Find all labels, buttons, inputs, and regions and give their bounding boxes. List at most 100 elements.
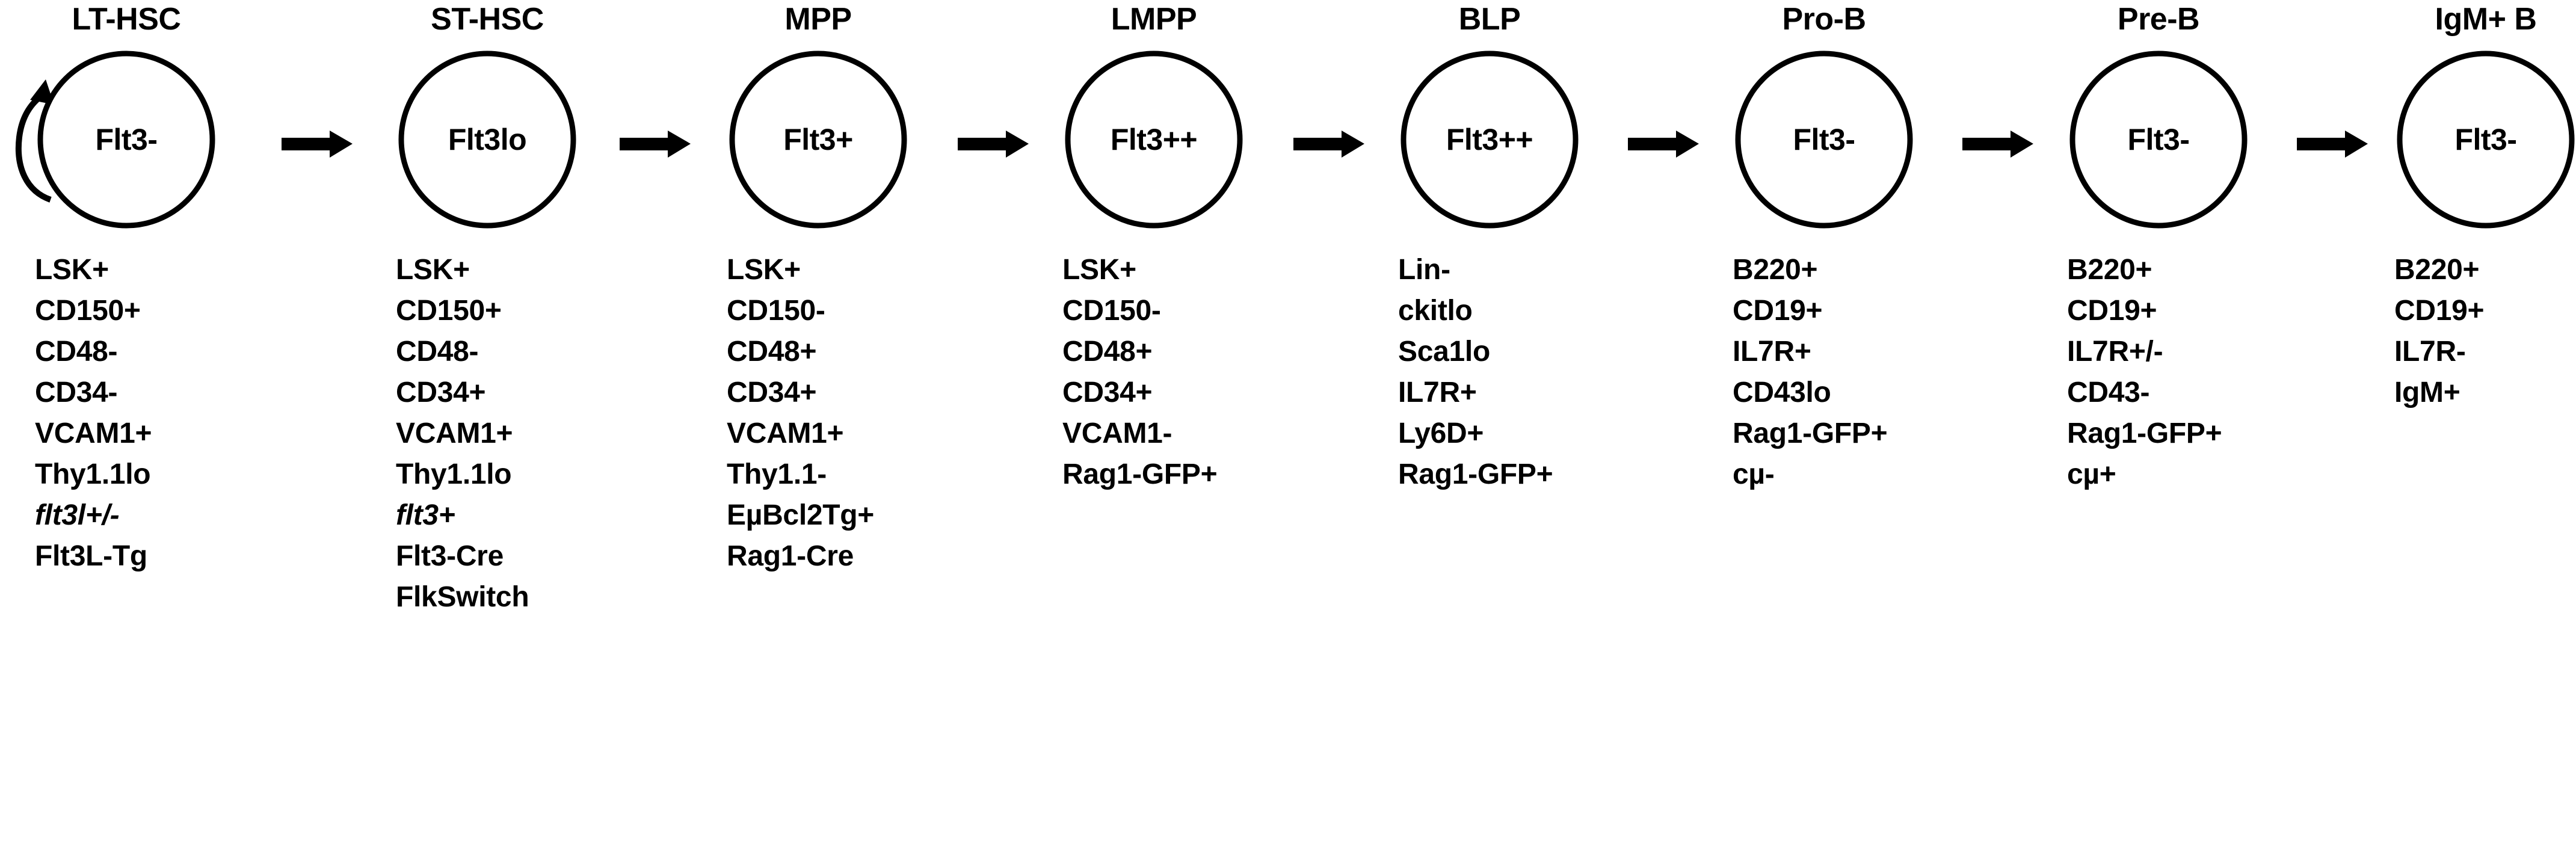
marker-item: CD150- (727, 295, 825, 327)
marker-item: Thy1.1lo (35, 458, 151, 490)
marker-item: IgM+ (2394, 377, 2460, 408)
stage-header-pro-b: Pro-B (1782, 2, 1866, 37)
stage-blp: BLP Flt3++ Lin- ckitlo Sca1lo IL7R+ Ly6D… (1327, 0, 1652, 841)
circle-label-st-hsc: Flt3lo (448, 123, 527, 156)
marker-list-mpp: LSK+ CD150- CD48+ CD34+ VCAM1+ Thy1.1- E… (656, 250, 981, 577)
marker-item: flt3l+/- (35, 499, 120, 531)
marker-item: CD34- (35, 377, 118, 408)
marker-item: CD19+ (2394, 295, 2485, 327)
marker-item: VCAM1+ (396, 417, 513, 449)
stage-header-lmpp: LMPP (1111, 2, 1197, 37)
marker-item: flt3+ (396, 499, 455, 531)
marker-item: Rag1-GFP+ (1062, 458, 1218, 490)
circle-label-blp: Flt3++ (1446, 123, 1533, 156)
marker-item: Rag1-GFP+ (2067, 417, 2222, 449)
arrow-mpp-to-lmpp (958, 129, 1030, 159)
circle-label-pre-b: Flt3- (2127, 123, 2190, 156)
circle-label-lmpp: Flt3++ (1110, 123, 1198, 156)
stage-header-igm-b: IgM+ B (2435, 2, 2537, 37)
marker-item: Sca1lo (1398, 336, 1490, 368)
circle-label-lt-hsc: Flt3- (95, 123, 158, 156)
marker-list-igm-b: B220+ CD19+ IL7R- IgM+ (2323, 250, 2576, 413)
cell-circle-st-hsc (397, 49, 578, 230)
marker-item: CD48+ (1062, 336, 1153, 368)
marker-item: CD19+ (1733, 295, 1823, 327)
stage-header-mpp: MPP (784, 2, 852, 37)
stage-pro-b: Pro-B Flt3- B220+ CD19+ IL7R+ CD43lo Rag… (1662, 0, 1986, 841)
stage-header-lt-hsc: LT-HSC (72, 2, 181, 37)
cell-circle-lmpp (1064, 49, 1244, 230)
marker-item: CD48+ (727, 336, 817, 368)
marker-item: IL7R+/- (2067, 336, 2163, 368)
marker-item: Rag1-GFP+ (1398, 458, 1553, 490)
marker-item: VCAM1+ (727, 417, 844, 449)
marker-item: B220+ (1733, 254, 1818, 286)
marker-item: CD43- (2067, 377, 2150, 408)
marker-item: VCAM1- (1062, 417, 1172, 449)
marker-item: Rag1-Cre (727, 540, 854, 572)
circle-label-mpp: Flt3+ (783, 123, 853, 156)
marker-item: CD150- (1062, 295, 1161, 327)
stage-pre-b: Pre-B Flt3- B220+ CD19+ IL7R+/- CD43- Ra… (1996, 0, 2321, 841)
marker-item: Flt3-Cre (396, 540, 504, 572)
cell-circle-pre-b (2068, 49, 2249, 230)
marker-item: CD150+ (35, 295, 141, 327)
arrow-blp-to-pro-b (1628, 129, 1700, 159)
marker-item: Lin- (1398, 254, 1450, 286)
circle-label-igm-b: Flt3- (2454, 123, 2517, 156)
marker-list-blp: Lin- ckitlo Sca1lo IL7R+ Ly6D+ Rag1-GFP+ (1327, 250, 1652, 495)
marker-list-pre-b: B220+ CD19+ IL7R+/- CD43- Rag1-GFP+ cµ+ (1996, 250, 2321, 495)
marker-item: IL7R+ (1733, 336, 1811, 368)
marker-item: CD34+ (1062, 377, 1153, 408)
marker-item: B220+ (2067, 254, 2152, 286)
marker-list-lt-hsc: LSK+ CD150+ CD48- CD34- VCAM1+ Thy1.1lo … (0, 250, 289, 577)
marker-item: cµ- (1733, 458, 1775, 490)
marker-item: CD43lo (1733, 377, 1831, 408)
stage-lmpp: LMPP Flt3++ LSK+ CD150- CD48+ CD34+ VCAM… (991, 0, 1316, 841)
marker-item: CD150+ (396, 295, 502, 327)
marker-item: LSK+ (1062, 254, 1136, 286)
marker-item: CD48- (35, 336, 118, 368)
marker-item: LSK+ (396, 254, 470, 286)
stage-igm-b: IgM+ B Flt3- B220+ CD19+ IL7R- IgM+ (2323, 0, 2576, 841)
marker-item: Flt3L-Tg (35, 540, 147, 572)
marker-item: CD48- (396, 336, 479, 368)
arrow-pro-b-to-pre-b (1962, 129, 2035, 159)
marker-item: CD34+ (396, 377, 486, 408)
marker-item: cµ+ (2067, 458, 2116, 490)
stage-header-pre-b: Pre-B (2117, 2, 2200, 37)
cell-circle-mpp (728, 49, 908, 230)
arrow-lt-hsc-to-st-hsc (282, 129, 354, 159)
marker-item: Thy1.1lo (396, 458, 512, 490)
cell-circle-blp (1399, 49, 1580, 230)
circle-label-pro-b: Flt3- (1793, 123, 1855, 156)
marker-item: CD19+ (2067, 295, 2157, 327)
stage-header-blp: BLP (1458, 2, 1521, 37)
marker-item: B220+ (2394, 254, 2480, 286)
marker-item: FlkSwitch (396, 581, 529, 613)
marker-item: Ly6D+ (1398, 417, 1484, 449)
stage-mpp: MPP Flt3+ LSK+ CD150- CD48+ CD34+ VCAM1+… (656, 0, 981, 841)
marker-list-pro-b: B220+ CD19+ IL7R+ CD43lo Rag1-GFP+ cµ- (1662, 250, 1986, 495)
marker-item: ckitlo (1398, 295, 1473, 327)
marker-item: LSK+ (35, 254, 109, 286)
stage-header-st-hsc: ST-HSC (431, 2, 544, 37)
marker-item: Rag1-GFP+ (1733, 417, 1888, 449)
cell-circle-igm-b (2396, 49, 2576, 230)
marker-item: IL7R- (2394, 336, 2466, 368)
marker-item: EµBcl2Tg+ (727, 499, 875, 531)
marker-item: Thy1.1- (727, 458, 827, 490)
arrow-st-hsc-to-mpp (620, 129, 692, 159)
marker-list-st-hsc: LSK+ CD150+ CD48- CD34+ VCAM1+ Thy1.1lo … (325, 250, 650, 618)
marker-item: LSK+ (727, 254, 801, 286)
cell-circle-lt-hsc (36, 49, 217, 230)
stage-st-hsc: ST-HSC Flt3lo LSK+ CD150+ CD48- CD34+ VC… (325, 0, 650, 841)
arrow-pre-b-to-igm-b (2297, 129, 2369, 159)
marker-item: VCAM1+ (35, 417, 152, 449)
stage-lt-hsc: LT-HSC Flt3- LSK+ CD150+ CD48- CD34- VCA… (0, 0, 289, 841)
marker-list-lmpp: LSK+ CD150- CD48+ CD34+ VCAM1- Rag1-GFP+ (991, 250, 1316, 495)
arrow-lmpp-to-blp (1293, 129, 1366, 159)
cell-circle-pro-b (1734, 49, 1914, 230)
marker-item: IL7R+ (1398, 377, 1477, 408)
